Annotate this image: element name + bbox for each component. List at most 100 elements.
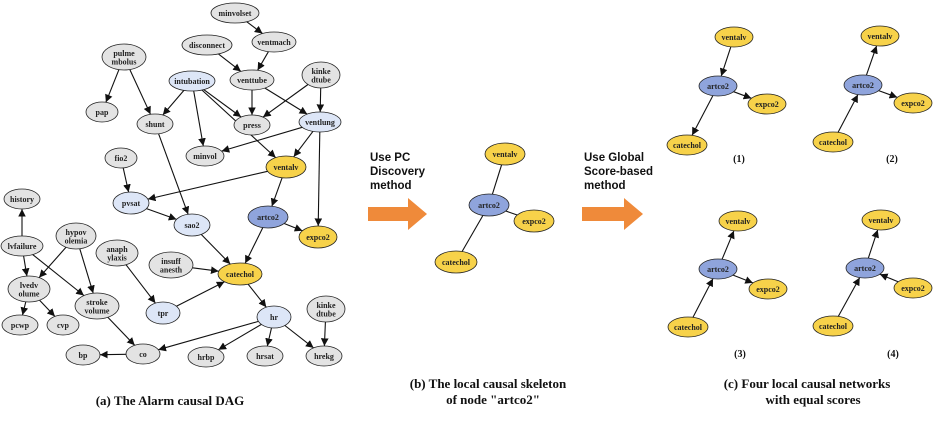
node-ventlung: ventlung [298,111,342,133]
node-cvp-ellipse [46,314,80,336]
node-fio2-ellipse [104,147,138,169]
network-1-node-artco2-ellipse [698,75,738,97]
node-history: history [3,188,41,210]
node-hrekg-label: hrekg [314,352,334,361]
node-lvedvolume-ellipse [7,275,51,303]
network-3-node-catechol: catechol [667,316,709,338]
node-pvsat-label: pvsat [122,199,141,208]
node-pulmembolus-ellipse [101,43,147,71]
node-pcwp: pcwp [1,314,39,336]
node-co-label: co [139,350,147,359]
panel-a-caption: (a) The Alarm causal DAG [96,393,245,408]
node-ventmach: ventmach [251,31,297,53]
panel-b-caption-line-1: (b) The local causal skeleton [410,376,567,391]
network-1-node-expco2-ellipse [747,93,787,115]
node-hr: hr [256,305,292,329]
node-co-ellipse [125,343,161,365]
node-ventalv: ventalv [265,155,307,179]
node-hypovolemia-label: hypov [66,228,87,237]
skeleton-edge-artco2-ventalv [491,164,503,195]
edge-artco2-catechol [244,227,264,264]
network-4-node-catechol-ellipse [812,315,854,337]
node-pvsat-ellipse [112,191,150,215]
node-hrbp-label: hrbp [198,353,215,362]
network-3-node-expco2-label: expco2 [756,285,780,294]
network-1-node-ventalv-ellipse [714,26,754,48]
node-hypovolemia-label: olemia [65,236,88,245]
node-pap-ellipse [85,101,119,123]
step1-line-2: Discovery [370,166,426,178]
skeleton-node-expco2-ellipse [513,209,555,233]
node-shunt: shunt [136,113,174,135]
network-1-node-artco2-label: artco2 [707,82,729,91]
node-hrekg: hrekg [305,345,343,367]
edge-anaphylaxis-tpr [125,264,156,304]
node-history-label: history [10,195,34,204]
edge-kinkedtube2-hrekg [320,321,329,347]
network-4-node-catechol: catechol [812,315,854,337]
edge-shunt-sao2 [158,133,190,215]
node-kinkedtube2-label: dtube [316,309,336,318]
network-4-node-expco2: expco2 [893,277,933,299]
edge-insuffanesth-catechol [192,266,219,275]
edge-artco2-expco2 [283,222,303,232]
node-pap-label: pap [96,108,109,117]
panel-c-nodes: ventalvartco2expco2catecholventalvartco2… [666,25,933,338]
network-3-node-artco2: artco2 [698,258,738,280]
node-ventalv-label: ventalv [274,163,299,172]
network-2-edge-artco2-expco2 [878,90,898,99]
edge-fio2-pvsat [122,167,131,193]
network-4-node-catechol-label: catechol [819,322,848,331]
network-4-node-artco2-label: artco2 [854,264,876,273]
network-2-node-catechol: catechol [812,131,854,153]
network-3-edge-artco2-ventalv [721,230,735,260]
skeleton-node-expco2: expco2 [513,209,555,233]
node-minvol: minvol [185,145,225,167]
node-fio2-label: fio2 [115,154,128,163]
orange-right-arrow-icon [368,198,427,230]
node-insuffanesth-label: anesth [160,265,183,274]
node-intubation-ellipse [168,70,216,92]
network-2-node-artco2-ellipse [843,74,883,96]
node-press-label: press [243,121,261,130]
node-insuffanesth-ellipse [148,251,194,279]
node-disconnect: disconnect [181,34,233,56]
node-pvsat: pvsat [112,191,150,215]
network-4-node-ventalv-ellipse [861,209,901,231]
node-hr-label: hr [270,313,278,322]
node-catechol-ellipse [217,262,263,286]
edge-intubation-minvol [193,90,206,147]
node-disconnect-ellipse [181,34,233,56]
edge-ventlung-expco2 [314,131,323,227]
panel-c-caption-line-1: (c) Four local causal networks [724,376,891,391]
node-co: co [125,343,161,365]
skeleton-node-catechol: catechol [434,250,478,274]
step2-line-3: method [584,180,626,192]
edge-sao2-catechol [200,234,231,265]
node-tpr-ellipse [145,301,181,325]
edge-hr-hrbp [218,323,262,351]
skeleton-node-catechol-label: catechol [442,258,471,267]
edge-pvsat-sao2 [146,208,177,221]
node-kinkedtube1-label: kinke [311,67,331,76]
step1-line-3: method [370,180,412,192]
node-strokevolume-label: stroke [86,298,108,307]
node-expco2-ellipse [298,225,338,249]
node-lvfailure-ellipse [0,235,44,257]
step1-line-1: Use PC [370,152,410,164]
node-venttube: venttube [229,69,275,91]
node-expco2-label: expco2 [306,233,330,242]
node-bp-label: bp [79,351,88,360]
node-cvp: cvp [46,314,80,336]
node-catechol: catechol [217,262,263,286]
network-4-node-artco2: artco2 [845,257,885,279]
network-1-node-expco2: expco2 [747,93,787,115]
edge-strokevolume-co [107,316,136,346]
skeleton-node-catechol-ellipse [434,250,478,274]
network-3-node-catechol-ellipse [667,316,709,338]
panel-b-edges [461,164,518,252]
